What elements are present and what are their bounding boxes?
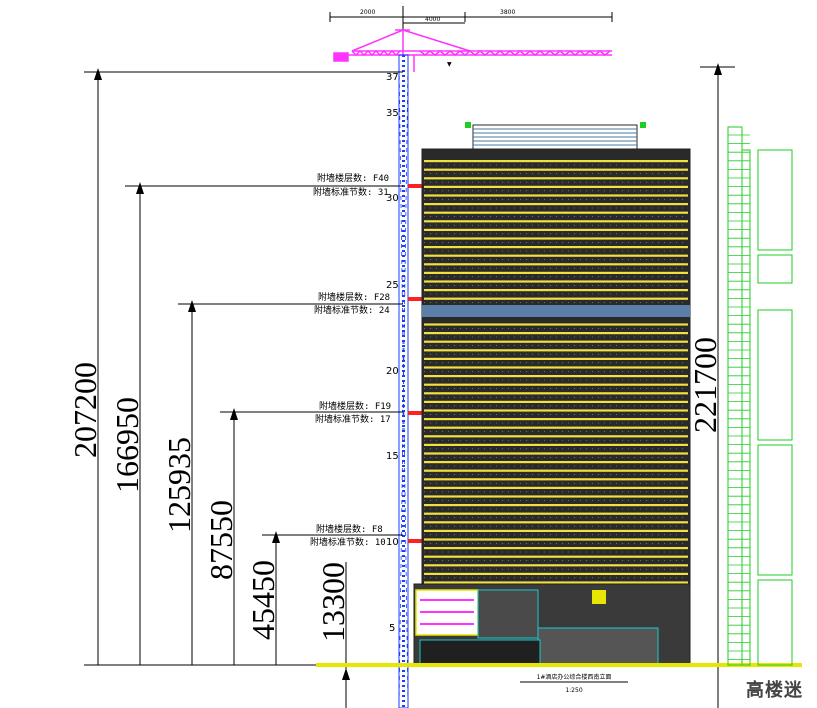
floor-band bbox=[424, 521, 688, 524]
floor-band bbox=[424, 581, 688, 584]
floor-band bbox=[424, 392, 688, 395]
tie-floor-f19: 附墙楼层数: F19 bbox=[319, 400, 391, 412]
floor-band bbox=[424, 461, 688, 464]
top-dimension bbox=[329, 6, 613, 30]
floor-band bbox=[424, 538, 688, 541]
floor-band bbox=[424, 177, 688, 180]
floor-band bbox=[424, 211, 688, 214]
level-207200: 207200 bbox=[67, 362, 103, 458]
floor-band bbox=[424, 280, 688, 283]
tie-floor-f8: 附墙楼层数: F8 bbox=[316, 523, 383, 535]
mast-tick-10: 10 bbox=[386, 537, 399, 548]
floor-band bbox=[424, 426, 688, 429]
tie-section-24: 附墙标准节数: 24 bbox=[314, 304, 390, 316]
floor-band bbox=[424, 512, 688, 515]
mast-tick-20: 20 bbox=[386, 366, 399, 377]
roof-crown bbox=[465, 122, 646, 150]
floor-band bbox=[424, 547, 688, 550]
floor-bands bbox=[424, 160, 688, 584]
floor-band bbox=[424, 323, 688, 326]
floor-band bbox=[424, 254, 688, 257]
mast-tick-37: 37 bbox=[386, 72, 399, 83]
mast-tick-5: 5 bbox=[389, 623, 395, 634]
level-45450: 45450 bbox=[245, 560, 281, 640]
facade-window-marks bbox=[424, 164, 688, 587]
floor-band bbox=[424, 160, 688, 163]
floor-band bbox=[424, 297, 688, 300]
side-section bbox=[727, 126, 793, 666]
floor-band bbox=[424, 289, 688, 292]
top-dim-1: 2000 bbox=[360, 9, 375, 16]
level-166950: 166950 bbox=[109, 397, 145, 493]
floor-band bbox=[424, 418, 688, 421]
mast-tick-30: 30 bbox=[386, 193, 399, 204]
floor-band bbox=[424, 263, 688, 266]
level-125935: 125935 bbox=[161, 437, 197, 533]
floor-band bbox=[424, 246, 688, 249]
tie-markers bbox=[408, 184, 422, 543]
floor-band bbox=[424, 555, 688, 558]
floor-band bbox=[424, 409, 688, 412]
floor-band bbox=[424, 203, 688, 206]
top-dim-3: 3800 bbox=[500, 9, 515, 16]
tie-floor-f40: 附墙楼层数: F40 bbox=[317, 172, 389, 184]
floor-band bbox=[424, 332, 688, 335]
mast-tick-15: 15 bbox=[386, 451, 399, 462]
tie-section-10: 附墙标准节数: 10 bbox=[310, 536, 386, 548]
floor-band bbox=[424, 452, 688, 455]
tie-floor-f28: 附墙楼层数: F28 bbox=[318, 291, 390, 303]
dimension-arrows bbox=[94, 63, 722, 680]
tie-section-31: 附墙标准节数: 31 bbox=[313, 186, 389, 198]
crane-hook-marker: ▼ bbox=[447, 61, 452, 68]
ground-line bbox=[316, 663, 802, 667]
floor-band bbox=[424, 194, 688, 197]
floor-band bbox=[424, 271, 688, 274]
crane-mast bbox=[398, 54, 409, 708]
level-87550: 87550 bbox=[203, 500, 239, 580]
caption-title: 1#酒店办公综合楼西南立面 bbox=[537, 673, 612, 681]
level-dimension-lines bbox=[84, 66, 735, 708]
tie-section-17: 附墙标准节数: 17 bbox=[315, 413, 391, 425]
floor-band bbox=[424, 400, 688, 403]
mast-tick-25: 25 bbox=[386, 280, 399, 291]
floor-band bbox=[424, 220, 688, 223]
floor-band bbox=[424, 237, 688, 240]
floor-band bbox=[424, 375, 688, 378]
floor-band bbox=[424, 340, 688, 343]
floor-band bbox=[424, 435, 688, 438]
podium bbox=[413, 583, 691, 666]
floor-band bbox=[424, 383, 688, 386]
floor-band bbox=[424, 366, 688, 369]
floor-band bbox=[424, 357, 688, 360]
floor-band bbox=[424, 486, 688, 489]
floor-band bbox=[424, 529, 688, 532]
floor-band bbox=[424, 572, 688, 575]
caption-scale: 1:250 bbox=[565, 687, 582, 694]
floor-band bbox=[424, 495, 688, 498]
level-221700: 221700 bbox=[687, 337, 723, 433]
floor-band bbox=[424, 443, 688, 446]
top-dim-2: 4000 bbox=[425, 16, 440, 23]
floor-band bbox=[424, 504, 688, 507]
watermark-logo: 高楼迷 bbox=[746, 680, 803, 701]
floor-band bbox=[424, 228, 688, 231]
floor-band bbox=[424, 168, 688, 171]
floor-band bbox=[424, 564, 688, 567]
floor-band bbox=[424, 185, 688, 188]
floor-band bbox=[424, 469, 688, 472]
mast-tick-35: 35 bbox=[386, 108, 399, 119]
tower-facade bbox=[421, 148, 691, 587]
level-13300: 13300 bbox=[315, 562, 351, 642]
crane-jib bbox=[333, 29, 612, 72]
floor-band bbox=[424, 349, 688, 352]
floor-band bbox=[424, 478, 688, 481]
